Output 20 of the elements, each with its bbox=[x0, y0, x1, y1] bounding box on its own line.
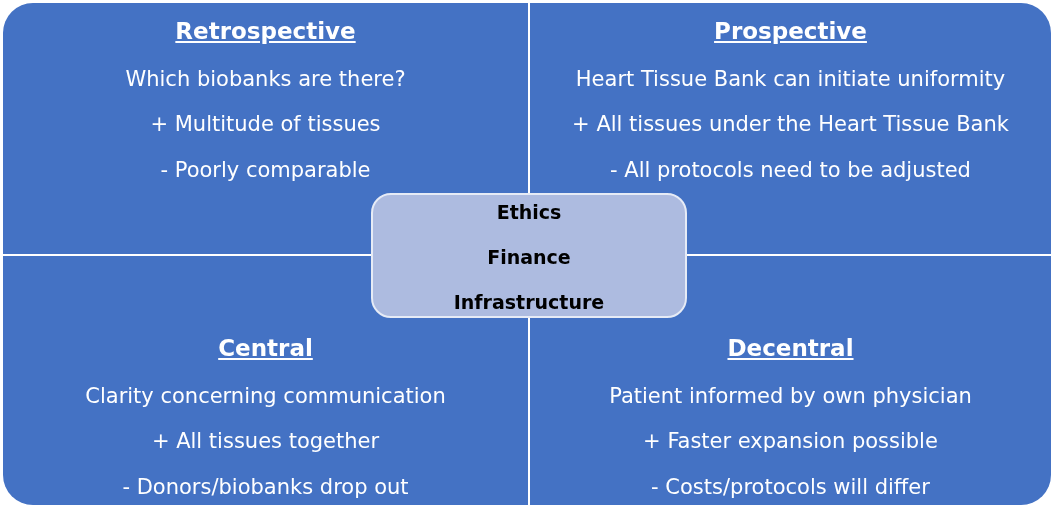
quadrant-text: + All tissues under the Heart Tissue Bank bbox=[572, 112, 1009, 136]
quadrant-text: Heart Tissue Bank can initiate uniformity bbox=[575, 67, 1006, 91]
center-box bbox=[371, 193, 687, 318]
quadrant-heading: Central bbox=[218, 335, 313, 361]
quadrant-heading: Retrospective bbox=[175, 18, 356, 44]
quadrant-text: - All protocols need to be adjusted bbox=[610, 158, 971, 182]
quadrant-text: + Faster expansion possible bbox=[643, 429, 938, 453]
quadrant-text: - Donors/biobanks drop out bbox=[122, 475, 409, 499]
quadrant-text: - Costs/protocols will differ bbox=[651, 475, 930, 499]
quadrant-text: Clarity concerning communication bbox=[85, 384, 446, 408]
quadrant-text: + Multitude of tissues bbox=[150, 112, 381, 136]
quadrant-text: + All tissues together bbox=[151, 429, 380, 453]
quadrant-text: Which biobanks are there? bbox=[125, 67, 406, 91]
quadrant-text: Patient informed by own physician bbox=[609, 384, 972, 408]
quadrant-heading: Decentral bbox=[727, 335, 854, 361]
quadrant-text: - Poorly comparable bbox=[160, 158, 371, 182]
center-text: Finance bbox=[487, 246, 571, 268]
quadrant-heading: Prospective bbox=[714, 18, 867, 44]
center-text: Infrastructure bbox=[453, 291, 605, 313]
center-text: Ethics bbox=[496, 201, 562, 223]
